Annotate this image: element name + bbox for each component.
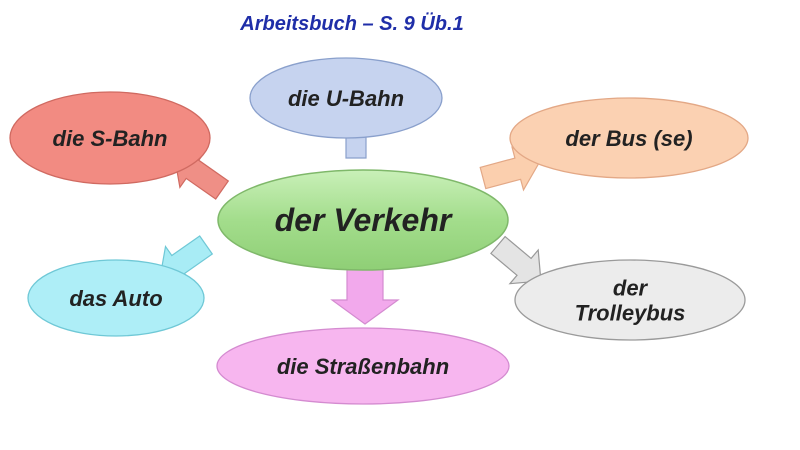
node-trolleybus-label: der [613, 275, 649, 300]
center-node-shape [217, 169, 509, 271]
node-bus: der Bus (se) [509, 97, 749, 179]
center-node: der Verkehr [217, 169, 509, 271]
worksheet-reference-title: Arbeitsbuch – S. 9 Üb.1 [239, 12, 463, 35]
node-strassenbahn-shape [216, 327, 510, 405]
node-u-bahn: die U-Bahn [249, 57, 443, 139]
node-strassenbahn-label: die Straßenbahn [277, 354, 449, 379]
node-u-bahn-label: die U-Bahn [288, 86, 404, 111]
nodes-layer: die U-Bahn die S-Bahn der Bus (se) das Auto… [9, 57, 749, 405]
node-trolleybus-label: Trolleybus [575, 301, 686, 326]
node-u-bahn-shape [249, 57, 443, 139]
node-s-bahn: die S-Bahn [9, 91, 211, 185]
node-bus-shape [509, 97, 749, 179]
node-strassenbahn: die Straßenbahn [216, 327, 510, 405]
center-node-label: der Verkehr [275, 202, 453, 238]
node-auto-label: das Auto [69, 286, 162, 311]
node-auto: das Auto [27, 259, 205, 337]
node-bus-label: der Bus (se) [565, 126, 692, 151]
node-auto-shape [27, 259, 205, 337]
node-s-bahn-label: die S-Bahn [53, 126, 168, 151]
node-s-bahn-shape [9, 91, 211, 185]
node-trolleybus-shape [514, 259, 746, 341]
arrow-to-strassenbahn [330, 265, 400, 325]
arrow-to-trolleybus [490, 235, 542, 285]
